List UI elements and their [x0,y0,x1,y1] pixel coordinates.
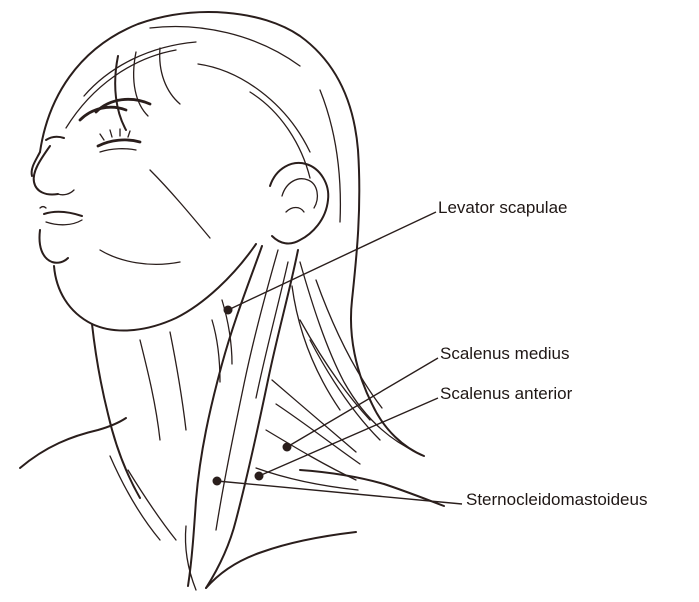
leader-dot-levator-scapulae [224,306,233,315]
label-scalenus-medius: Scalenus medius [440,344,569,364]
label-sternocleidomastoideus: Sternocleidomastoideus [466,490,647,510]
leader-dot-scalenus-anterior [255,472,264,481]
label-scalenus-anterior: Scalenus anterior [440,384,572,404]
ear-outline [270,163,328,243]
leader-line-scalenus-medius [287,358,438,447]
hair-outline [40,12,424,456]
leader-line-sternocleidomastoideus [217,481,462,504]
face-outline [32,107,256,330]
leader-dot-sternocleidomastoideus [213,477,222,486]
leader-dot-scalenus-medius [283,443,292,452]
label-levator-scapulae: Levator scapulae [438,198,567,218]
leader-line-scalenus-anterior [259,398,438,476]
leader-line-levator-scapulae [228,212,436,310]
